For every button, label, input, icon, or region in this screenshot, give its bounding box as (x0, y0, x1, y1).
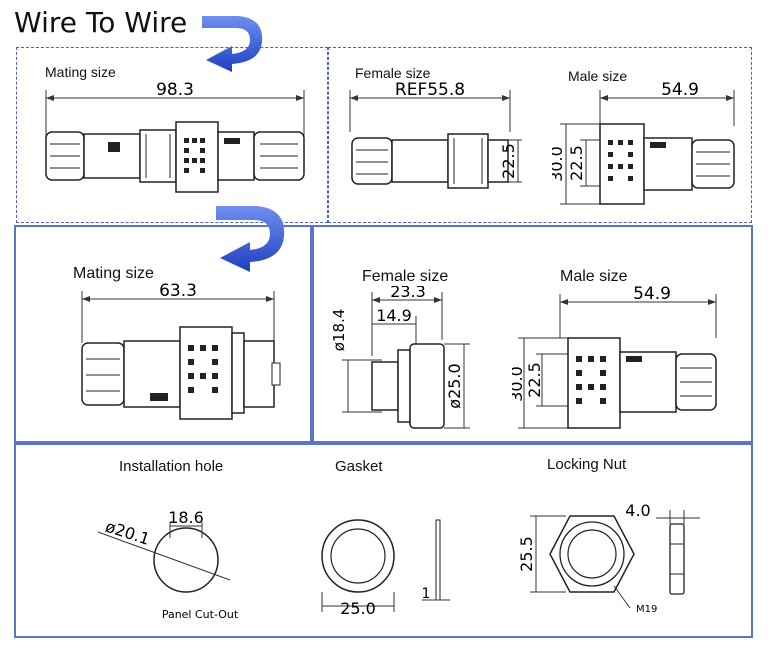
curved-arrow-icon (202, 16, 263, 72)
wire-male-label: Male size (568, 68, 628, 84)
dim-male-inner: 22.5 (567, 145, 586, 181)
parts-panel (14, 443, 753, 638)
dim-63-3: 63.3 (159, 283, 197, 301)
dim-panel-male-width: 54.9 (633, 286, 671, 304)
panel-mating-label: Mating size (73, 265, 154, 282)
dim-14-9: 14.9 (376, 306, 412, 325)
panel-male-drawing: 54.9 30.0 22.5 (512, 286, 717, 429)
gasket-label: Gasket (335, 458, 383, 475)
dim-nut-thread: M19 (636, 604, 657, 615)
panel-mating-drawing: 63.3 (81, 283, 281, 420)
wire-mating-label: Mating size (45, 64, 116, 80)
dim-nut-height: 25.5 (517, 536, 536, 572)
wire-mating-panel (16, 47, 328, 223)
dim-d18-4: ø18.4 (330, 309, 348, 352)
locking-nut-drawing: 25.5 M19 4.0 (517, 501, 700, 615)
panel-female-label: Female size (362, 268, 449, 285)
dim-male-outer: 30.0 (552, 146, 566, 182)
dim-d25-0: ø25.0 (445, 363, 464, 408)
gasket-drawing: 25.0 1 (321, 519, 450, 618)
panel-cutout-caption: Panel Cut-Out (162, 608, 239, 621)
dim-panel-male-inner: 22.5 (525, 362, 544, 398)
install-hole-label: Installation hole (119, 458, 224, 475)
panel-mating-panel (14, 225, 312, 443)
wire-male-drawing: 54.9 30.0 22.5 (552, 82, 735, 205)
dim-23-3: 23.3 (390, 286, 426, 301)
wire-female-male-panel (328, 47, 752, 223)
dim-male-width: 54.9 (661, 82, 699, 100)
page-title: Wire To Wire (14, 6, 188, 39)
dim-gasket-thk: 1 (422, 586, 431, 602)
wire-mating-drawing: 98.3 (45, 82, 305, 193)
locking-nut-label: Locking Nut (547, 456, 627, 473)
dim-98-3: 98.3 (156, 82, 194, 100)
installation-hole-drawing: 18.6 ø20.1 Panel Cut-Out (97, 508, 239, 621)
dim-nut-thk: 4.0 (625, 501, 650, 520)
panel-male-label: Male size (560, 268, 628, 285)
wire-female-drawing: REF55.8 22.5 (349, 82, 522, 189)
dim-gasket-dia: 25.0 (340, 599, 376, 618)
curved-arrow-icon (216, 206, 285, 272)
dim-panel-male-outer: 30.0 (512, 366, 526, 402)
wire-female-label: Female size (355, 65, 431, 81)
dim-hole-dia: ø20.1 (103, 517, 152, 549)
panel-female-male-panel (312, 225, 753, 443)
dim-hole-flat: 18.6 (168, 508, 204, 527)
dim-ref55-8: REF55.8 (395, 82, 465, 100)
dim-female-height: 22.5 (499, 143, 518, 179)
panel-female-drawing: 23.3 14.9 ø18.4 ø25.0 (330, 286, 470, 429)
